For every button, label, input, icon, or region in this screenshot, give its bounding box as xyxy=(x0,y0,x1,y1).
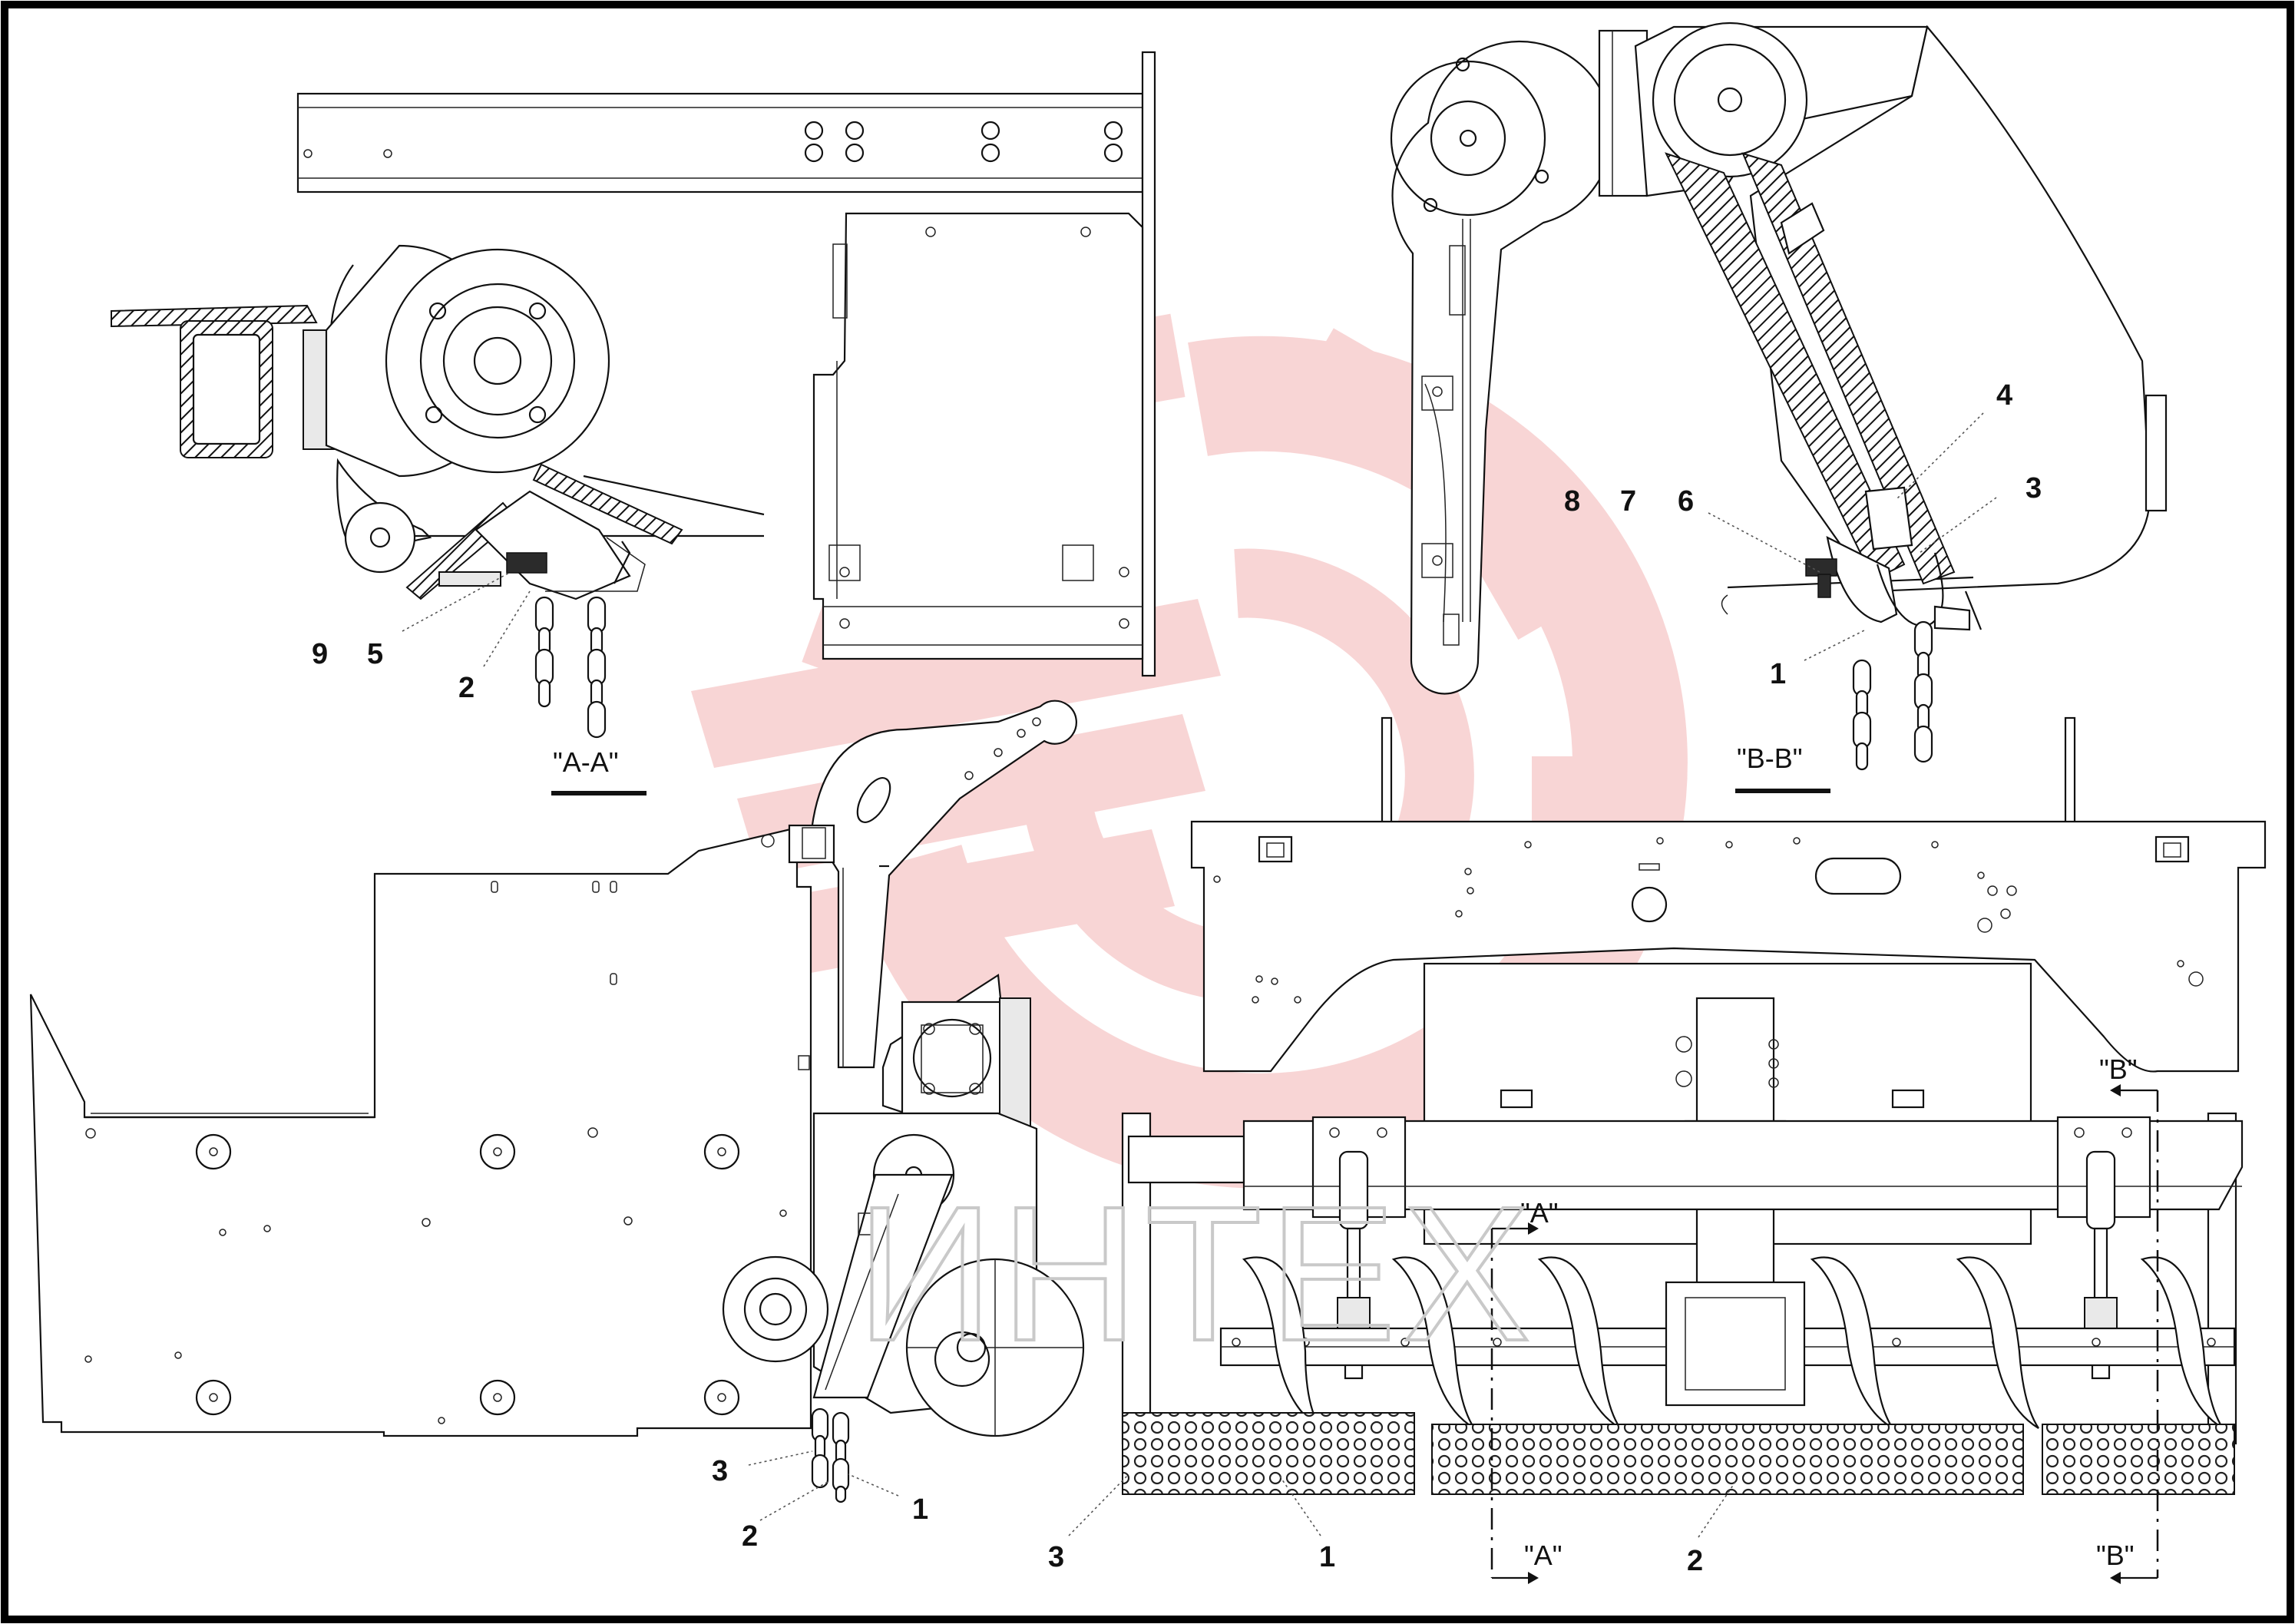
callout-label: 6 xyxy=(1678,485,1694,518)
side-panel-top xyxy=(812,212,1144,660)
callout-label: 3 xyxy=(2025,472,2042,504)
pivot-arm-view xyxy=(1390,40,1613,695)
side-view-left: 3 2 1 xyxy=(29,700,1085,1553)
callout-label: 5 xyxy=(367,638,383,670)
callout-label: 1 xyxy=(912,1493,928,1526)
chain xyxy=(534,596,607,739)
cut-label: "A" xyxy=(1524,1540,1563,1571)
callout-label: 4 xyxy=(1996,379,2012,412)
cut-label: "A" xyxy=(1520,1197,1559,1229)
beam-top-left xyxy=(296,51,1156,677)
section-b-b-view: 4 3 8 7 6 1 "B-B" xyxy=(1564,21,2168,793)
brush-strip xyxy=(2042,1424,2235,1495)
callout-label: 2 xyxy=(1687,1545,1703,1577)
callout-label: 2 xyxy=(458,672,475,704)
chain xyxy=(1852,620,1933,771)
callout-label: 9 xyxy=(312,638,328,670)
chain xyxy=(811,1407,850,1503)
section-a-a-view: 9 5 2 "A-A" xyxy=(111,244,765,795)
callout-label: 8 xyxy=(1564,485,1580,518)
callout-label: 3 xyxy=(712,1455,728,1487)
callout-label: 1 xyxy=(1319,1541,1335,1573)
brush-strip xyxy=(1431,1424,2024,1495)
callout-label: 2 xyxy=(742,1520,758,1553)
brush-strip xyxy=(1122,1412,1415,1495)
cut-label: "B" xyxy=(2099,1053,2138,1085)
callout-label: 7 xyxy=(1620,485,1636,518)
front-view: "A" "A" "B" "B" 3 1 2 xyxy=(1048,716,2267,1584)
section-title: "B-B" xyxy=(1737,743,1803,774)
rotor-blades xyxy=(1242,1256,2224,1429)
cut-label: "B" xyxy=(2096,1540,2135,1571)
watermark-text: ИНТЕХ xyxy=(856,1166,1536,1381)
callout-label: 3 xyxy=(1048,1541,1064,1573)
callout-label: 1 xyxy=(1770,658,1786,690)
section-title: "A-A" xyxy=(553,746,619,778)
